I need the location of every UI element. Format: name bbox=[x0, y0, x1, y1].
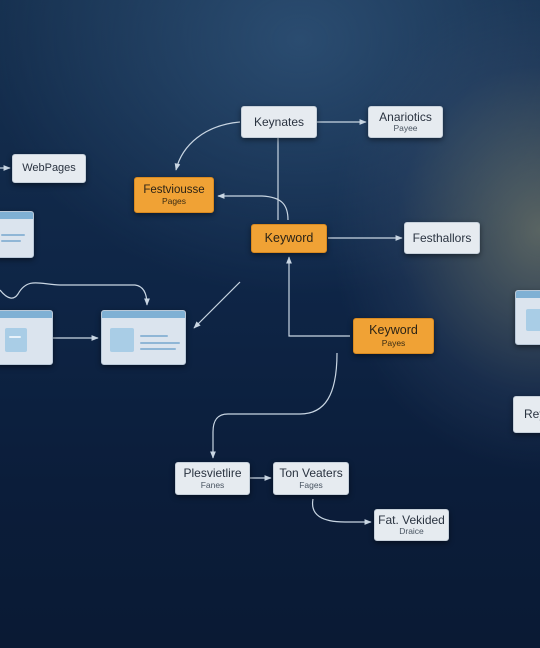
node-plesvietlire[interactable]: Plesvietlire Fanes bbox=[175, 462, 250, 495]
node-keyword-pages-title: Keyword bbox=[369, 323, 418, 338]
window-line bbox=[1, 234, 25, 236]
node-keyword-pages-sub: Payes bbox=[381, 337, 406, 348]
node-plesvietlire-title: Plesvietlire bbox=[183, 466, 242, 481]
window-line bbox=[140, 342, 180, 344]
node-ton-veaters[interactable]: Ton Veaters Fages bbox=[273, 462, 349, 495]
node-festvousse-title: Festviousse bbox=[143, 184, 205, 196]
node-keyword-main[interactable]: Keyword bbox=[251, 224, 327, 253]
node-anariotics[interactable]: Anariotics Payee bbox=[368, 106, 443, 138]
node-keyword-main-title: Keyword bbox=[264, 230, 314, 245]
window-thumbnail-left-top[interactable] bbox=[0, 211, 34, 258]
edge-loop-windows bbox=[0, 282, 150, 306]
window-thumbnail-left[interactable] bbox=[0, 310, 53, 365]
window-titlebar bbox=[516, 291, 540, 298]
node-anariotics-title: Anariotics bbox=[379, 109, 432, 124]
node-festhallors[interactable]: Festhallors bbox=[404, 222, 480, 254]
node-festhallors-title: Festhallors bbox=[412, 230, 472, 245]
edge-tonveaters-fatvekided bbox=[311, 498, 372, 525]
window-line bbox=[9, 336, 21, 338]
window-image-placeholder bbox=[110, 328, 134, 352]
edge-keyword-keyword-pages bbox=[286, 256, 350, 337]
node-rey-partial-title: Rey bbox=[524, 407, 540, 422]
node-keyword-pages[interactable]: Keyword Payes bbox=[353, 318, 434, 354]
window-titlebar bbox=[0, 311, 52, 318]
window-line bbox=[140, 335, 168, 337]
edge-keynates-festvousse bbox=[174, 121, 241, 171]
node-plesvietlire-sub: Fanes bbox=[200, 479, 225, 490]
node-keynates[interactable]: Keynates bbox=[241, 106, 317, 138]
edge-to-window-right bbox=[193, 281, 241, 329]
node-ton-veaters-sub: Fages bbox=[299, 479, 323, 490]
node-ton-veaters-title: Ton Veaters bbox=[279, 466, 343, 481]
node-webpages[interactable]: WebPages bbox=[12, 154, 86, 183]
window-thumbnail-center[interactable] bbox=[101, 310, 186, 365]
window-line bbox=[1, 240, 21, 242]
window-image-placeholder bbox=[5, 328, 27, 352]
node-rey-partial[interactable]: Rey bbox=[513, 396, 540, 433]
edge-keyword-pages-plesvietlire bbox=[210, 352, 338, 459]
node-fat-vekided[interactable]: Fat. Vekided Draice bbox=[374, 509, 449, 541]
edge-keyword-festvousse bbox=[217, 193, 289, 221]
node-festvousse[interactable]: Festviousse Pages bbox=[134, 177, 214, 213]
window-line bbox=[140, 348, 176, 350]
window-titlebar bbox=[102, 311, 185, 318]
window-titlebar bbox=[0, 212, 33, 219]
node-anariotics-sub: Payee bbox=[393, 123, 418, 134]
window-thumbnail-right[interactable] bbox=[515, 290, 540, 345]
node-keynates-title: Keynates bbox=[253, 114, 305, 129]
node-fat-vekided-title: Fat. Vekided bbox=[378, 512, 445, 527]
node-fat-vekided-sub: Draice bbox=[399, 526, 424, 537]
window-image-placeholder bbox=[526, 309, 540, 331]
node-webpages-title: WebPages bbox=[22, 161, 76, 174]
node-festvousse-sub: Pages bbox=[161, 196, 187, 207]
